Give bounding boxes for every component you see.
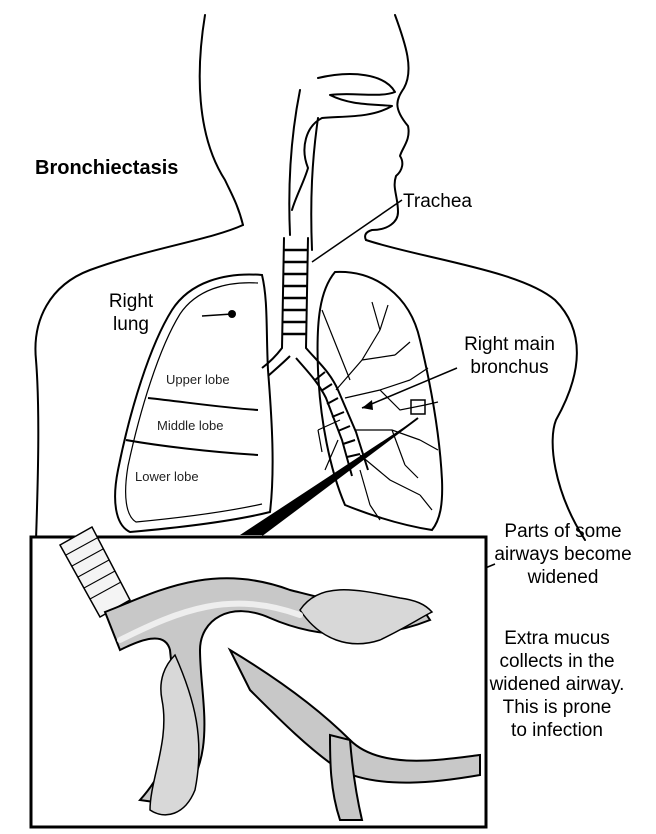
trachea-tube <box>282 238 308 348</box>
left-main-bronchus <box>262 348 290 376</box>
label-middle-lobe: Middle lobe <box>157 418 224 434</box>
label-mucus-line-4: This is prone <box>471 696 643 719</box>
label-mucus-line-2: collects in the <box>471 650 643 673</box>
nasal-cavity <box>292 74 395 210</box>
zoom-wedge <box>240 418 418 535</box>
diagram-title: Bronchiectasis <box>35 157 178 180</box>
label-mucus-line-1: Extra mucus <box>471 627 643 650</box>
label-right-lung-line-1: Right <box>100 290 162 313</box>
label-right-lung-line-2: lung <box>100 313 162 336</box>
label-right-lung: Right lung <box>100 290 162 336</box>
trachea-rings <box>283 250 307 334</box>
right-shoulder <box>366 240 585 540</box>
upper-middle-fissure <box>148 398 258 410</box>
label-lower-lobe: Lower lobe <box>135 469 199 485</box>
label-trachea: Trachea <box>403 190 472 213</box>
label-widened-line-3: widened <box>483 566 643 589</box>
label-extra-mucus: Extra mucus collects in the widened airw… <box>471 627 643 742</box>
label-mucus-line-5: to infection <box>471 719 643 742</box>
label-mucus-line-3: widened airway. <box>471 673 643 696</box>
right-main-bronchus <box>296 348 368 476</box>
label-widened-line-2: airways become <box>483 543 643 566</box>
label-bronchus-line-2: bronchus <box>447 356 572 379</box>
bronchial-tree <box>318 302 438 520</box>
right-lung-dot <box>228 310 236 318</box>
label-right-main-bronchus: Right main bronchus <box>447 333 572 379</box>
label-upper-lobe: Upper lobe <box>166 372 230 388</box>
throat <box>289 90 318 250</box>
middle-lower-fissure <box>126 440 258 455</box>
head-outline <box>200 15 243 225</box>
label-bronchus-line-1: Right main <box>447 333 572 356</box>
label-widened-line-1: Parts of some <box>483 520 643 543</box>
label-widened-airways: Parts of some airways become widened <box>483 520 643 589</box>
